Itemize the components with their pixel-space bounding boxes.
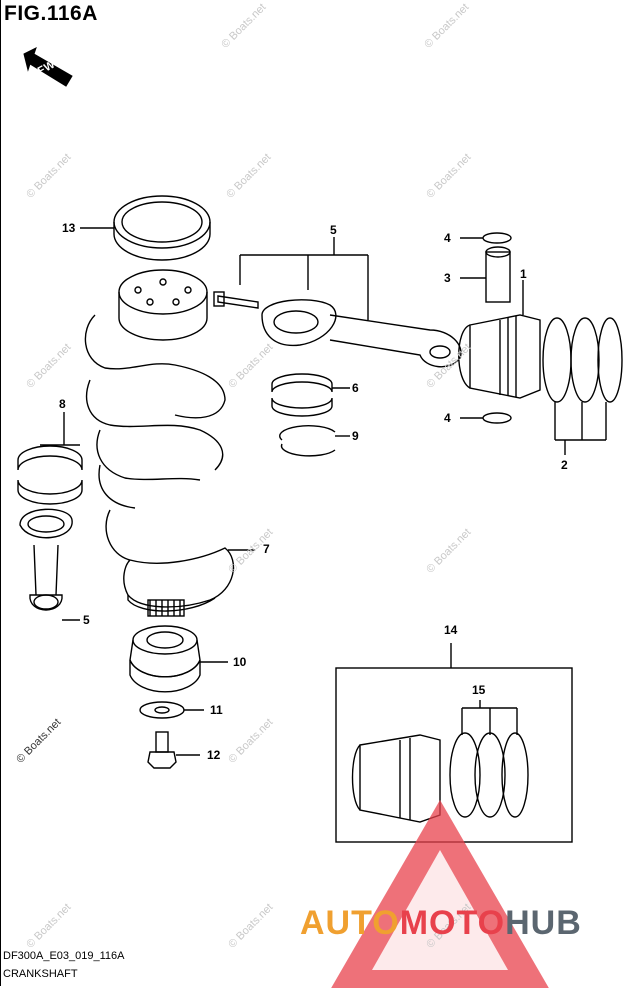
callout-4: 4 [444, 231, 451, 245]
callout-9: 9 [352, 429, 359, 443]
callout-1: 1 [520, 267, 527, 281]
figure-name: CRANKSHAFT [3, 968, 78, 980]
piston-part [458, 280, 541, 399]
callout-14: 14 [444, 623, 458, 637]
brand-watermark: AUTOMOTOHUB [300, 904, 582, 943]
main-bearing-part [17, 412, 83, 505]
brand-part-hub: HUB [505, 904, 582, 942]
callout-3: 3 [444, 271, 451, 285]
crank-gear-part [129, 625, 228, 693]
callout-11: 11 [210, 703, 223, 717]
callout-6: 6 [352, 381, 359, 395]
callout-2: 2 [561, 458, 568, 472]
brand-part-moto: MOTO [399, 904, 506, 942]
thrust-bearing-part [279, 425, 350, 457]
callout-10: 10 [233, 655, 247, 669]
callout-5-lower: 5 [83, 613, 90, 627]
brand-part-auto: AUTO [300, 904, 400, 942]
piston-set-box [335, 643, 573, 843]
fwd-arrow-icon [23, 47, 73, 87]
piston-pin-part [460, 232, 512, 424]
figure-title: FIG.116A [4, 2, 98, 25]
piston-rings-part [542, 317, 623, 455]
callout-15: 15 [472, 683, 486, 697]
connecting-rod-lower-part [19, 508, 80, 621]
callout-5: 5 [330, 223, 337, 237]
connecting-rod-part [213, 237, 462, 368]
crankshaft-part [84, 269, 255, 617]
washer-part [139, 701, 204, 719]
con-rod-bearing-part [271, 373, 350, 417]
figure-code: DF300A_E03_019_116A [3, 950, 125, 962]
bolt-part [147, 731, 200, 769]
callout-7: 7 [263, 542, 270, 556]
callout-4-lower: 4 [444, 411, 451, 425]
callout-13: 13 [62, 221, 76, 235]
callout-8: 8 [59, 397, 66, 411]
callout-12: 12 [207, 748, 221, 762]
oil-seal-part [80, 195, 211, 261]
warning-triangle-logo [331, 800, 549, 988]
